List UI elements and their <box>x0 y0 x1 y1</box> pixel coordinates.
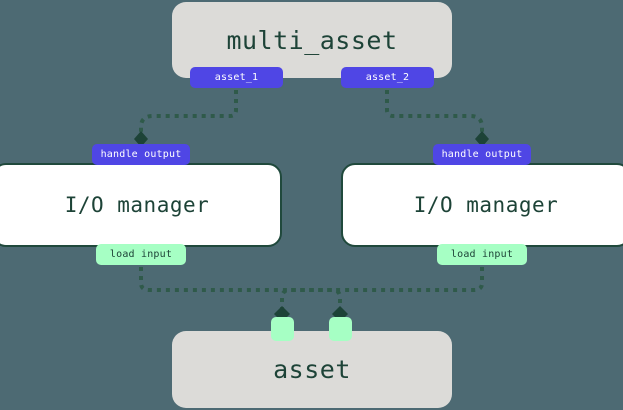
node-asset[interactable]: asset <box>172 331 452 408</box>
node-io-manager-right-label: I/O manager <box>413 193 559 217</box>
badge-asset-2-output[interactable]: asset_2 <box>341 67 434 88</box>
node-io-manager-left[interactable]: I/O manager <box>0 163 282 247</box>
edge-asset2-to-handle-output-right <box>385 90 484 136</box>
badge-handle-output-right[interactable]: handle output <box>433 144 531 165</box>
node-asset-label: asset <box>273 355 351 384</box>
badge-load-input-right[interactable]: load input <box>437 244 527 265</box>
edge-load-input-left-to-asset-input-right <box>139 267 342 310</box>
badge-asset-input-right[interactable] <box>329 317 352 341</box>
badge-load-input-right-label: load input <box>450 249 514 260</box>
badge-load-input-left-label: load input <box>109 249 173 260</box>
badge-asset-1-output[interactable]: asset_1 <box>190 67 283 88</box>
node-multi-asset[interactable]: multi_asset <box>172 2 452 78</box>
node-io-manager-left-label: I/O manager <box>64 193 210 217</box>
node-multi-asset-label: multi_asset <box>226 25 398 55</box>
badge-asset-input-left[interactable] <box>271 317 294 341</box>
badge-asset-1-output-label: asset_1 <box>214 72 259 83</box>
badge-handle-output-left-label: handle output <box>100 149 182 160</box>
badge-asset-2-output-label: asset_2 <box>365 72 410 83</box>
badge-load-input-left[interactable]: load input <box>96 244 186 265</box>
badge-handle-output-right-label: handle output <box>441 149 523 160</box>
edge-load-input-right-to-asset-input-left <box>280 267 484 310</box>
badge-handle-output-left[interactable]: handle output <box>92 144 190 165</box>
edge-asset1-to-handle-output-left <box>139 90 238 136</box>
node-io-manager-right[interactable]: I/O manager <box>341 163 623 247</box>
